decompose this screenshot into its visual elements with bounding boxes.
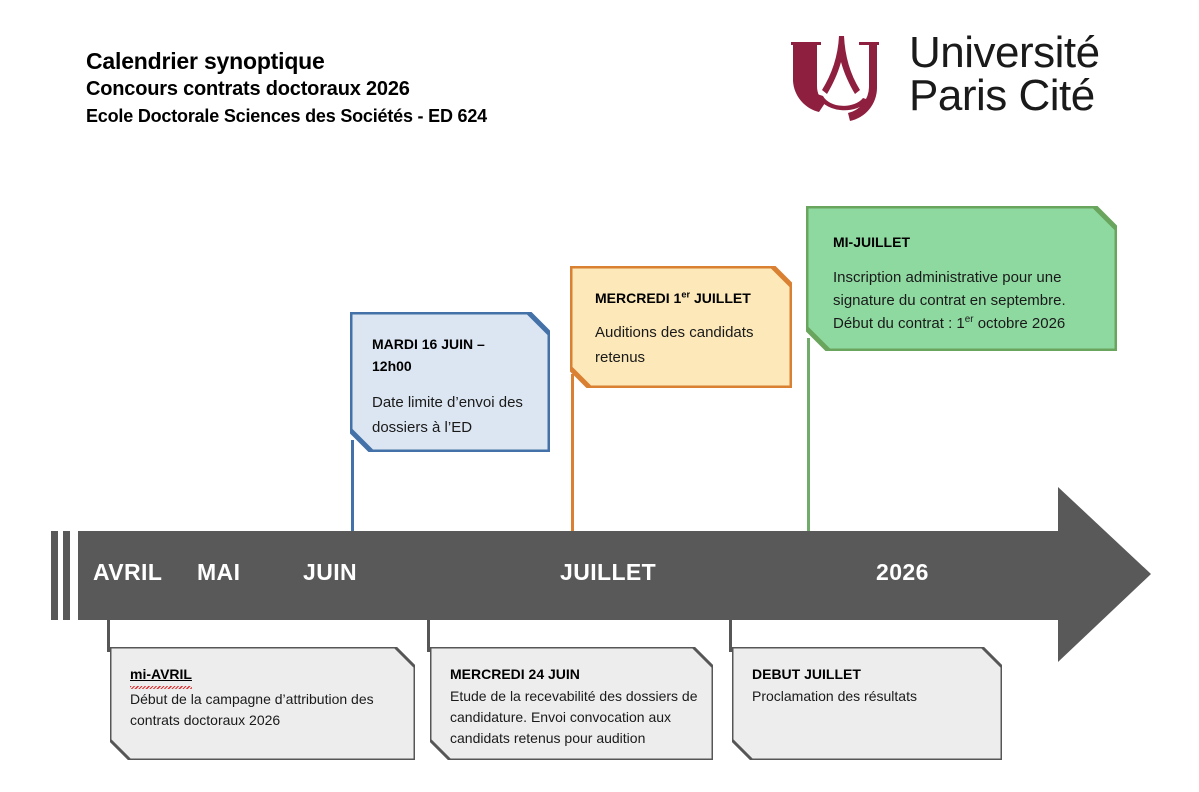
callout-gray-3-body: Proclamation des résultats [752, 688, 917, 704]
connector-line-gray-2 [427, 618, 430, 652]
connector-line-orange [571, 374, 574, 532]
connector-line-gray-3 [729, 618, 732, 652]
callout-orange-mercredi-1er-juillet: MERCREDI 1er JUILLET Auditions des candi… [570, 266, 792, 388]
callout-gray-1-title: mi-AVRIL [130, 663, 415, 689]
logo-word-line-2: Paris Cité [909, 71, 1095, 120]
connector-line-green [807, 338, 810, 532]
callout-blue-mardi-16-juin: MARDI 16 JUIN – 12h00 Date limite d’envo… [350, 312, 550, 452]
callout-gray-1-body: Début de la campagne d’attribution des c… [130, 691, 374, 728]
callout-gray-3-title: DEBUT JUILLET [752, 666, 861, 682]
title-line-3: Ecole Doctorale Sciences des Sociétés - … [86, 106, 487, 126]
callout-blue-body: Date limite d’envoi des dossiers à l’ED [372, 394, 523, 436]
timeline-start-tick-2 [63, 531, 70, 620]
callout-gray-mercredi-24-juin: MERCREDI 24 JUIN Etude de la recevabilit… [430, 647, 713, 760]
logo-word-line-1: Université [909, 28, 1100, 77]
callout-blue-title: MARDI 16 JUIN – 12h00 [372, 336, 485, 374]
callout-orange-body: Auditions des candidats retenus [595, 324, 754, 366]
callout-gray-2-body: Etude de la recevabilité des dossiers de… [450, 688, 698, 746]
callout-green-title: MI-JUILLET [833, 234, 910, 250]
timeline-arrow [78, 487, 1151, 662]
callout-green-body-line-2: signature du contrat en septembre. [833, 292, 1066, 309]
connector-line-blue [351, 440, 354, 532]
callout-green-mi-juillet: MI-JUILLET Inscription administrative po… [806, 206, 1117, 351]
callout-green-body: Inscription administrative pour une sign… [833, 266, 1101, 335]
callout-gray-mi-avril: mi-AVRIL Début de la campagne d’attribut… [110, 647, 415, 760]
page-title: Calendrier synoptique Concours contrats … [86, 46, 726, 129]
logo: Université Paris Cité [783, 26, 1123, 126]
callout-green-body-line-3: Début du contrat : 1er octobre 2026 [833, 314, 1066, 332]
connector-line-gray-1 [107, 618, 110, 652]
callout-orange-title: MERCREDI 1er JUILLET [595, 289, 751, 306]
title-line-2: Concours contrats doctoraux 2026 [86, 78, 410, 100]
title-line-1: Calendrier synoptique [86, 48, 325, 74]
logo-wordmark: Université Paris Cité [909, 31, 1100, 121]
university-monogram-icon [783, 28, 895, 124]
timeline-start-tick-1 [51, 531, 58, 620]
callout-gray-2-title: MERCREDI 24 JUIN [450, 666, 580, 682]
callout-gray-debut-juillet: DEBUT JUILLET Proclamation des résultats [732, 647, 1002, 760]
callout-green-body-line-1: Inscription administrative pour une [833, 269, 1062, 286]
